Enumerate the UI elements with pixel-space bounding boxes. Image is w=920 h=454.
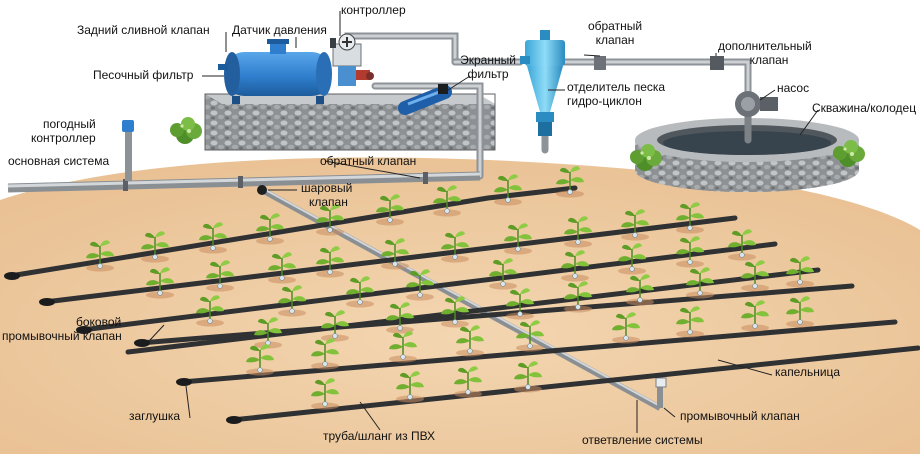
label-dripper: капельница [775, 365, 841, 379]
label-check-valve-top-line2: клапан [595, 33, 635, 47]
valves-and-pump [594, 56, 778, 117]
label-check-valve-top-line1: обратный [587, 19, 643, 33]
label-side-flush-valve-line1: боковой [76, 315, 122, 329]
main-pipe [7, 171, 481, 193]
label-rear-drain-valve: Задний сливной клапан [77, 23, 210, 37]
label-end-plug: заглушка [129, 409, 181, 423]
label-well: Скважина/колодец [812, 102, 917, 115]
label-side-flush-valve-line2: промывочный клапан [2, 329, 122, 343]
sand-separator [520, 30, 565, 136]
screen-filter [398, 84, 452, 115]
label-check-valve-bottom: обратный клапан [320, 154, 417, 168]
drip-lines [7, 185, 920, 423]
leader-lines [149, 11, 819, 433]
label-controller: контроллер [341, 3, 406, 17]
concrete-base [204, 93, 496, 151]
bush-left [170, 117, 202, 144]
label-sand-separator-line2: гидро-циклон [567, 94, 642, 108]
label-extra-valve-line2: клапан [749, 53, 789, 67]
label-sand-separator-line1: отделитель песка [567, 80, 666, 94]
label-weather-controller-line1: погодный [43, 117, 96, 131]
label-weather-controller-line2: контроллер [31, 131, 96, 145]
label-pump: насос [777, 81, 810, 95]
label-pvc-pipe: труба/шланг из ПВХ [323, 429, 436, 443]
label-system-branch: ответвление системы [582, 433, 703, 447]
controller-assembly [330, 33, 374, 86]
weather-controller [122, 120, 134, 181]
label-main-system: основная система [8, 154, 110, 168]
sand-filter [218, 39, 332, 104]
label-flush-valve: промывочный клапан [680, 409, 800, 423]
end-caps [4, 272, 242, 424]
label-extra-valve-line1: дополнительный [718, 39, 812, 53]
label-sand-filter: Песочный фильтр [93, 68, 194, 82]
label-screen-filter-line1: Экранный [460, 53, 516, 67]
label-screen-filter-line2: фильтр [467, 67, 509, 81]
label-ball-valve-line2: клапан [309, 195, 348, 209]
label-pressure-sensor: Датчик давления [232, 23, 327, 37]
label-ball-valve-line1: шаровый [301, 181, 353, 195]
